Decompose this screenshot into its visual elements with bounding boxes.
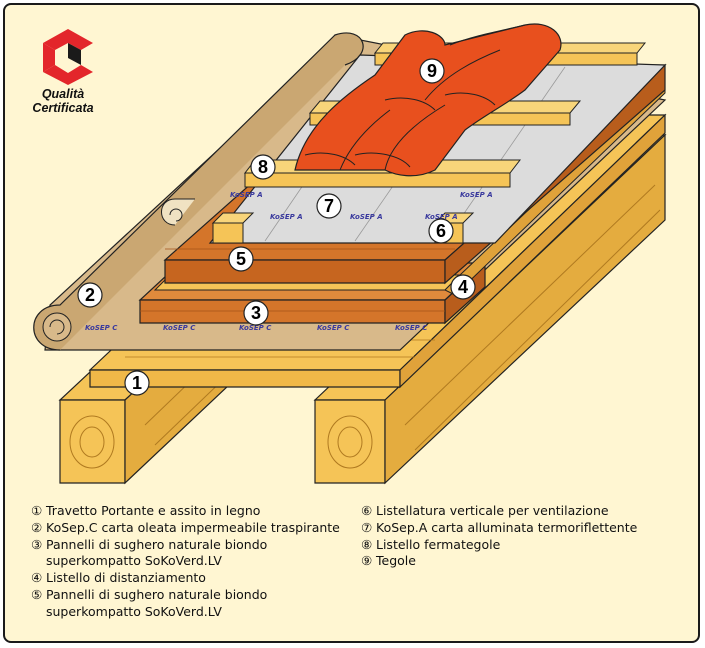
marker-3: 3: [243, 300, 269, 326]
marker-8: 8: [250, 154, 276, 180]
diagram-frame: KoSEP A KoSEP A KoSEP A KoSEP A KoSEP A …: [3, 3, 700, 643]
legend-item-5: ⑤ Pannelli di sughero naturale biondo su…: [31, 587, 361, 621]
legend-num: ⑤: [31, 586, 43, 602]
legend-item-9: ⑨ Tegole: [361, 553, 691, 570]
marker-5-label: 5: [236, 249, 246, 269]
marker-8-label: 8: [258, 157, 268, 177]
brand-a-5: KoSEP A: [460, 191, 493, 199]
legend-text: Pannelli di sughero naturale biondo supe…: [46, 536, 268, 569]
brand-c-1: KoSEP C: [85, 324, 118, 332]
brand-a-1: KoSEP A: [230, 191, 263, 199]
marker-6-label: 6: [436, 221, 446, 241]
roof-layers-diagram: KoSEP A KoSEP A KoSEP A KoSEP A KoSEP A …: [33, 23, 667, 485]
legend-text: Travetto Portante e assito in legno: [46, 503, 261, 518]
legend-item-6: ⑥ Listellatura verticale per ventilazion…: [361, 503, 691, 520]
marker-3-label: 3: [251, 303, 261, 323]
brand-c-3: KoSEP C: [239, 324, 272, 332]
marker-1-label: 1: [132, 373, 142, 393]
marker-2: 2: [77, 282, 103, 308]
marker-7-label: 7: [324, 196, 334, 216]
roof-tiles-9: [294, 23, 562, 177]
logo-caption: Qualità Certificata: [23, 87, 103, 115]
marker-5: 5: [228, 246, 254, 272]
brand-c-4: KoSEP C: [317, 324, 350, 332]
brand-c-5: KoSEP C: [395, 324, 428, 332]
marker-1: 1: [124, 370, 150, 396]
logo-caption-line2: Certificata: [32, 101, 94, 115]
marker-2-label: 2: [85, 285, 95, 305]
legend-num: ①: [31, 503, 43, 518]
marker-9: 9: [419, 58, 445, 84]
legend-text: Listellatura verticale per ventilazione: [376, 503, 609, 518]
legend-item-7: ⑦ KoSep.A carta alluminata termoriflette…: [361, 520, 691, 537]
legend-num: ⑨: [361, 553, 373, 569]
legend-num: ④: [31, 570, 43, 586]
sheet-brand-prints: KoSEP A KoSEP A KoSEP A KoSEP A KoSEP A …: [85, 191, 493, 332]
legend-num: ②: [31, 519, 43, 535]
legend-text: KoSep.C carta oleata impermeabile traspi…: [46, 519, 340, 535]
marker-4: 4: [450, 274, 476, 300]
legend-text: Tegole: [376, 553, 416, 569]
legend-left: ① Travetto Portante e assito in legno ② …: [31, 503, 361, 621]
markers: 1 2 3 4 5 6 7: [77, 58, 476, 396]
legend-num: ⑥: [361, 503, 373, 518]
legend-num: ⑧: [361, 536, 373, 552]
brand-a-4: KoSEP A: [425, 213, 458, 221]
legend-item-8: ⑧ Listello fermategole: [361, 537, 691, 554]
marker-6: 6: [428, 218, 454, 244]
brand-a-3: KoSEP A: [350, 213, 383, 221]
brand-c-2: KoSEP C: [163, 324, 196, 332]
brand-a-2: KoSEP A: [270, 213, 303, 221]
marker-7: 7: [316, 193, 342, 219]
legend-item-3: ③ Pannelli di sughero naturale biondo su…: [31, 537, 361, 571]
marker-4-label: 4: [458, 277, 468, 297]
legend-text: Listello di distanziamento: [46, 570, 206, 586]
legend-text: Pannelli di sughero naturale biondo supe…: [46, 586, 268, 619]
quality-logo-icon: [43, 29, 93, 85]
legend-num: ⑦: [361, 519, 373, 535]
legend-text: KoSep.A carta alluminata termoriflettent…: [376, 519, 638, 535]
legend-item-4: ④ Listello di distanziamento: [31, 570, 361, 587]
legend-item-1: ① Travetto Portante e assito in legno: [31, 503, 361, 520]
vertical-batten-6: [211, 212, 475, 244]
legend-right: ⑥ Listellatura verticale per ventilazion…: [361, 503, 691, 570]
marker-9-label: 9: [427, 61, 437, 81]
legend-item-2: ② KoSep.C carta oleata impermeabile tras…: [31, 520, 361, 537]
legend-num: ③: [31, 536, 43, 552]
logo-caption-line1: Qualità: [41, 87, 85, 101]
legend-text: Listello fermategole: [376, 536, 501, 552]
